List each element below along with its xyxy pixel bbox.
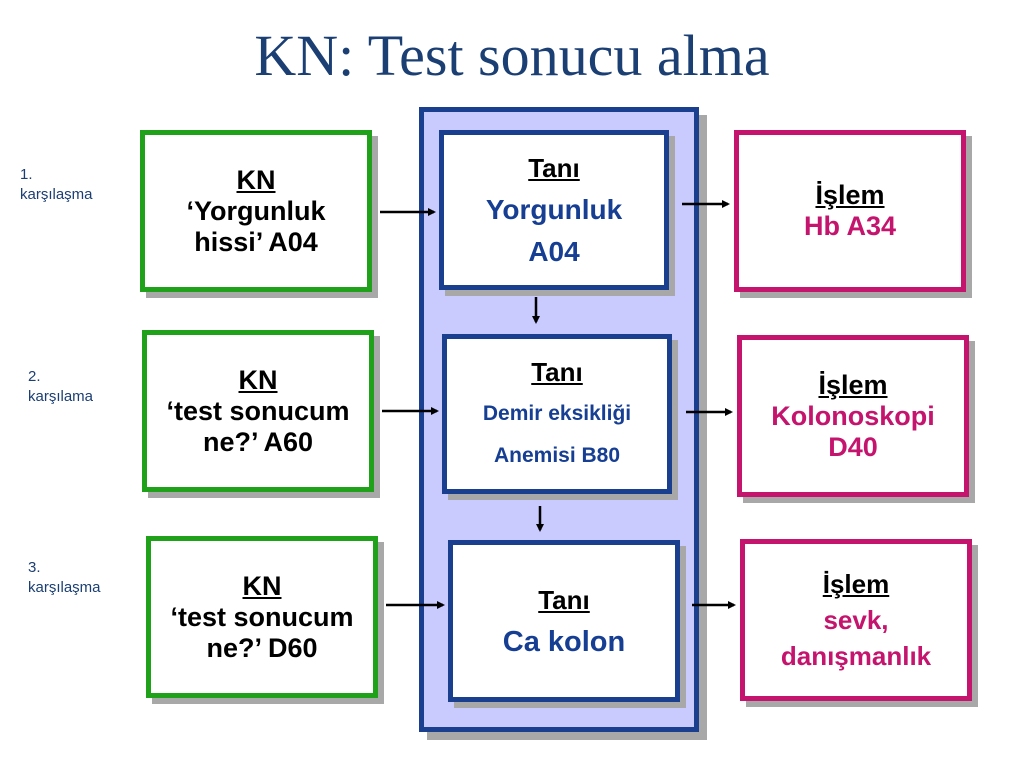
encounter-word: karşılama xyxy=(28,388,94,405)
kn-box-2: KN ‘test sonucum ne?’ A60 xyxy=(142,330,374,492)
tani-heading: Tanı xyxy=(531,357,583,387)
tani-box-2: Tanı Demir eksikliği Anemisi B80 xyxy=(442,334,672,494)
kn-text-line2: hissi’ A04 xyxy=(194,226,318,257)
encounter-number: 3. xyxy=(28,559,41,576)
islem-text-line2: D40 xyxy=(828,431,878,462)
islem-text-line1: sevk, xyxy=(823,605,889,635)
kn-text-line1: ‘Yorgunluk xyxy=(186,195,326,226)
tani-box-3: Tanı Ca kolon xyxy=(448,540,680,702)
tani-text-line2: Anemisi B80 xyxy=(493,444,621,467)
encounter-number: 1. xyxy=(20,166,33,183)
tani-text-line1: Yorgunluk xyxy=(485,194,623,225)
tani-box-1: Tanı Yorgunluk A04 xyxy=(439,130,669,290)
kn-text-line2: ne?’ A60 xyxy=(202,426,314,457)
kn-text-line1: ‘test sonucum xyxy=(170,601,354,632)
encounter-word: karşılaşma xyxy=(28,579,101,596)
islem-text-line1: Kolonoskopi xyxy=(771,400,935,431)
islem-heading: İşlem xyxy=(818,369,888,400)
islem-heading: İşlem xyxy=(822,569,890,599)
islem-box-3: İşlem sevk, danışmanlık xyxy=(740,539,972,701)
tani-text-line2: A04 xyxy=(528,236,580,267)
tani-text-line1: Demir eksikliği xyxy=(482,402,632,425)
tani-heading: Tanı xyxy=(538,585,590,615)
kn-box-1: KN ‘Yorgunluk hissi’ A04 xyxy=(140,130,372,292)
tani-text-line1: Ca kolon xyxy=(502,626,626,658)
kn-heading: KN xyxy=(238,364,278,395)
islem-heading: İşlem xyxy=(815,180,885,210)
encounter-label-2: 2. karşılama xyxy=(28,367,93,407)
kn-box-3: KN ‘test sonucum ne?’ D60 xyxy=(146,536,378,698)
page-title: KN: Test sonucu alma xyxy=(254,23,770,88)
islem-box-1: İşlem Hb A34 xyxy=(734,130,966,292)
kn-text-line2: ne?’ D60 xyxy=(206,632,318,663)
kn-heading: KN xyxy=(242,570,282,601)
islem-text-line1: Hb A34 xyxy=(803,211,897,241)
encounter-number: 2. xyxy=(28,368,41,385)
encounter-word: karşılaşma xyxy=(20,186,93,203)
kn-text-line1: ‘test sonucum xyxy=(166,395,350,426)
islem-box-2: İşlem Kolonoskopi D40 xyxy=(737,335,969,497)
encounter-label-1: 1. karşılaşma xyxy=(20,165,93,205)
tani-heading: Tanı xyxy=(528,153,580,183)
kn-heading: KN xyxy=(236,164,276,195)
encounter-label-3: 3. karşılaşma xyxy=(28,558,101,598)
islem-text-line2: danışmanlık xyxy=(780,641,932,671)
